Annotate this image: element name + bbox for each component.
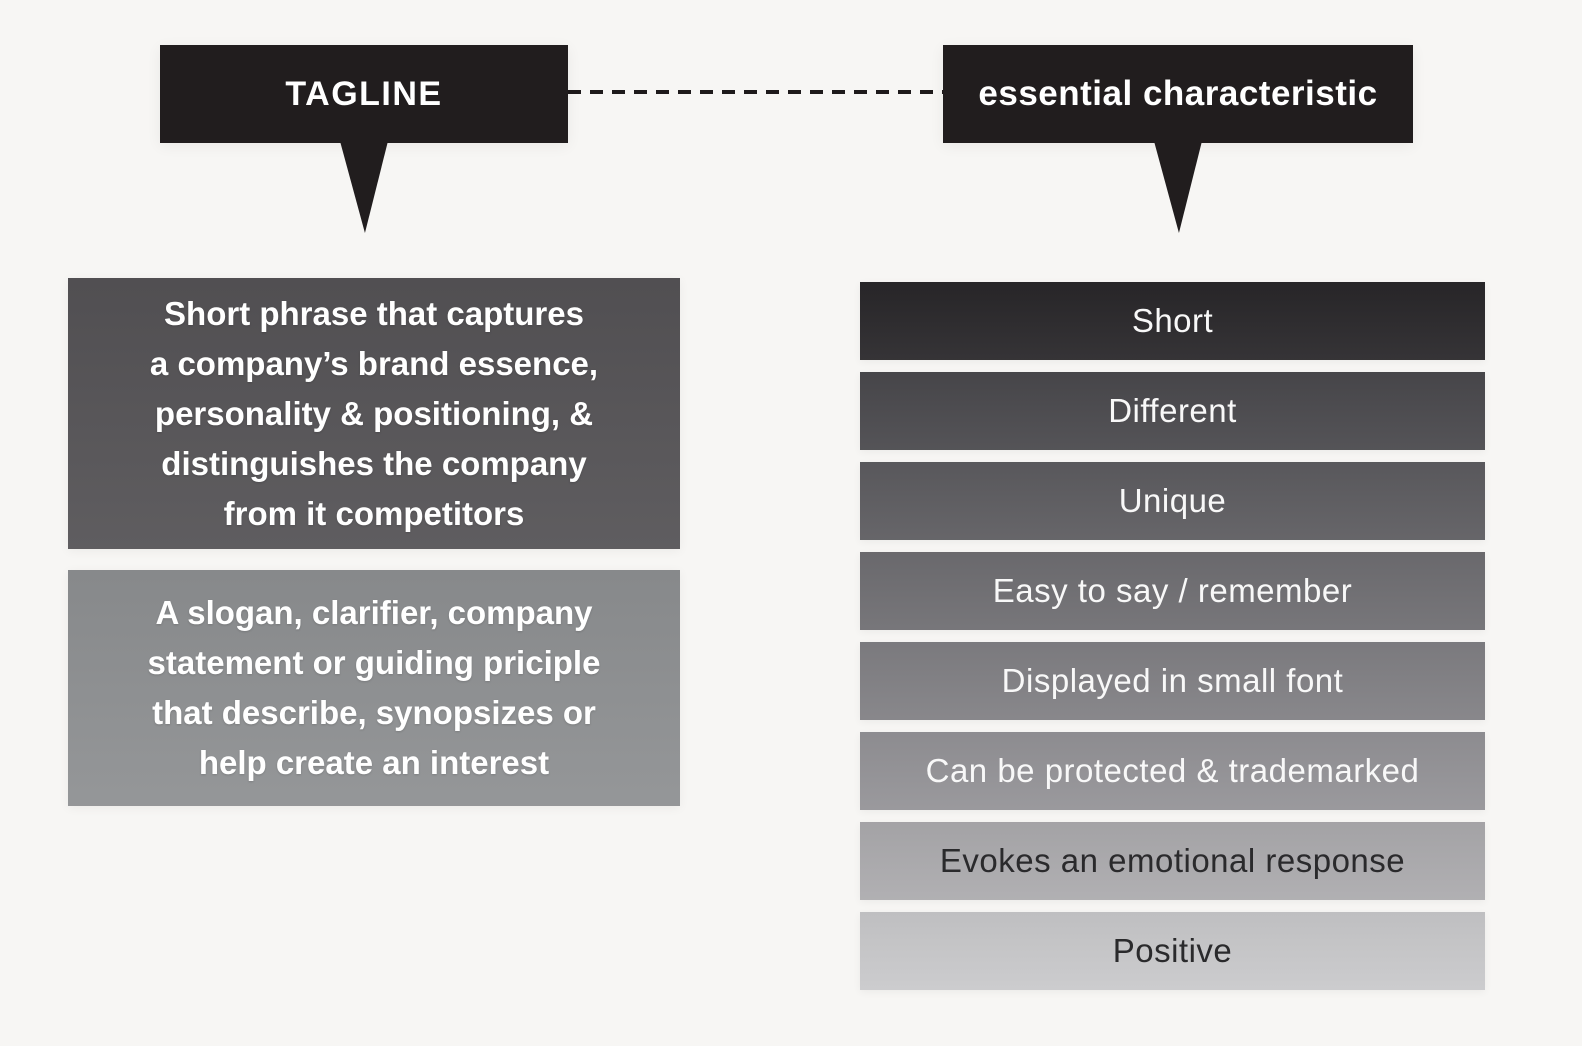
characteristic-label: Easy to say / remember (992, 572, 1353, 609)
characteristic-label: Can be protected & trademarked (925, 752, 1420, 789)
characteristic-bar-protected-trademarked: Can be protected & trademarked (860, 732, 1485, 810)
characteristics-list: Short Different Unique Easy to say / rem… (860, 282, 1485, 1002)
tagline-bubble-tail (340, 143, 388, 233)
essential-characteristic-header-label: essential characteristic (978, 74, 1378, 113)
characteristic-bar-different: Different (860, 372, 1485, 450)
characteristic-bar-positive: Positive (860, 912, 1485, 990)
characteristic-bar-short: Short (860, 282, 1485, 360)
characteristic-label: Short (1131, 302, 1214, 339)
tagline-description-text: A slogan, clarifier, company statement o… (147, 594, 601, 781)
characteristic-label: Different (1108, 392, 1237, 429)
characteristic-bar-emotional-response: Evokes an emotional response (860, 822, 1485, 900)
characteristic-bar-easy-to-say: Easy to say / remember (860, 552, 1485, 630)
dashed-connector-line (568, 90, 943, 94)
tagline-definition-text: Short phrase that captures a company’s b… (149, 294, 599, 532)
characteristic-bar-unique: Unique (860, 462, 1485, 540)
tagline-definition-box: Short phrase that captures a company’s b… (68, 278, 680, 549)
essential-characteristic-bubble-tail (1154, 143, 1202, 233)
characteristic-bar-small-font: Displayed in small font (860, 642, 1485, 720)
characteristic-label: Positive (1112, 932, 1233, 969)
tagline-header-label: TAGLINE (285, 74, 443, 113)
characteristic-label: Displayed in small font (1001, 662, 1344, 699)
characteristic-label: Evokes an emotional response (939, 842, 1406, 879)
tagline-description-box: A slogan, clarifier, company statement o… (68, 570, 680, 806)
characteristic-label: Unique (1118, 482, 1227, 519)
tagline-header-bubble: TAGLINE (160, 45, 568, 233)
essential-characteristic-header-bubble: essential characteristic (943, 45, 1413, 233)
